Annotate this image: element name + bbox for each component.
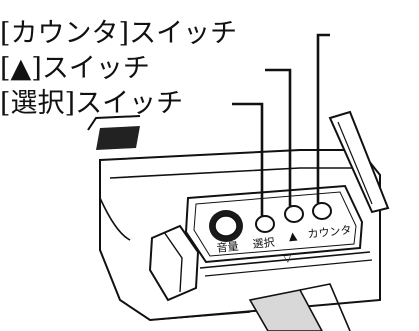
panel-inner-edge bbox=[193, 191, 357, 257]
base-edge bbox=[149, 311, 251, 321]
label-up-triangle: ▲ bbox=[288, 229, 298, 243]
lower-ledge-2 bbox=[204, 259, 373, 277]
label-select: 選択 bbox=[252, 235, 275, 251]
label-indicator: ▽ bbox=[283, 253, 292, 265]
counter-button bbox=[312, 202, 332, 220]
leader-select bbox=[232, 102, 264, 216]
cover-flap-inner bbox=[337, 121, 373, 205]
callout-select-switch: [選択]スイッチ bbox=[0, 88, 184, 119]
select-button bbox=[255, 215, 275, 233]
up-button bbox=[284, 205, 304, 223]
dark-lid bbox=[96, 126, 140, 150]
body-curve bbox=[99, 197, 131, 241]
front-clip bbox=[148, 224, 200, 302]
label-volume: 音量 bbox=[216, 239, 239, 255]
strap-edge bbox=[299, 283, 351, 331]
leader-counter bbox=[316, 33, 330, 203]
lid-upper-edge bbox=[87, 115, 141, 131]
label-counter: カウンタ bbox=[307, 223, 352, 241]
leader-up bbox=[265, 68, 292, 206]
strap bbox=[248, 289, 323, 331]
callout-counter-switch: [カウンタ]スイッチ bbox=[0, 18, 238, 49]
body-top-edge bbox=[109, 167, 360, 179]
front-clip-inner bbox=[163, 231, 183, 293]
callout-up-switch: [▲]スイッチ bbox=[0, 53, 150, 84]
volume-knob-top bbox=[214, 215, 238, 237]
lower-ledge bbox=[199, 251, 371, 269]
